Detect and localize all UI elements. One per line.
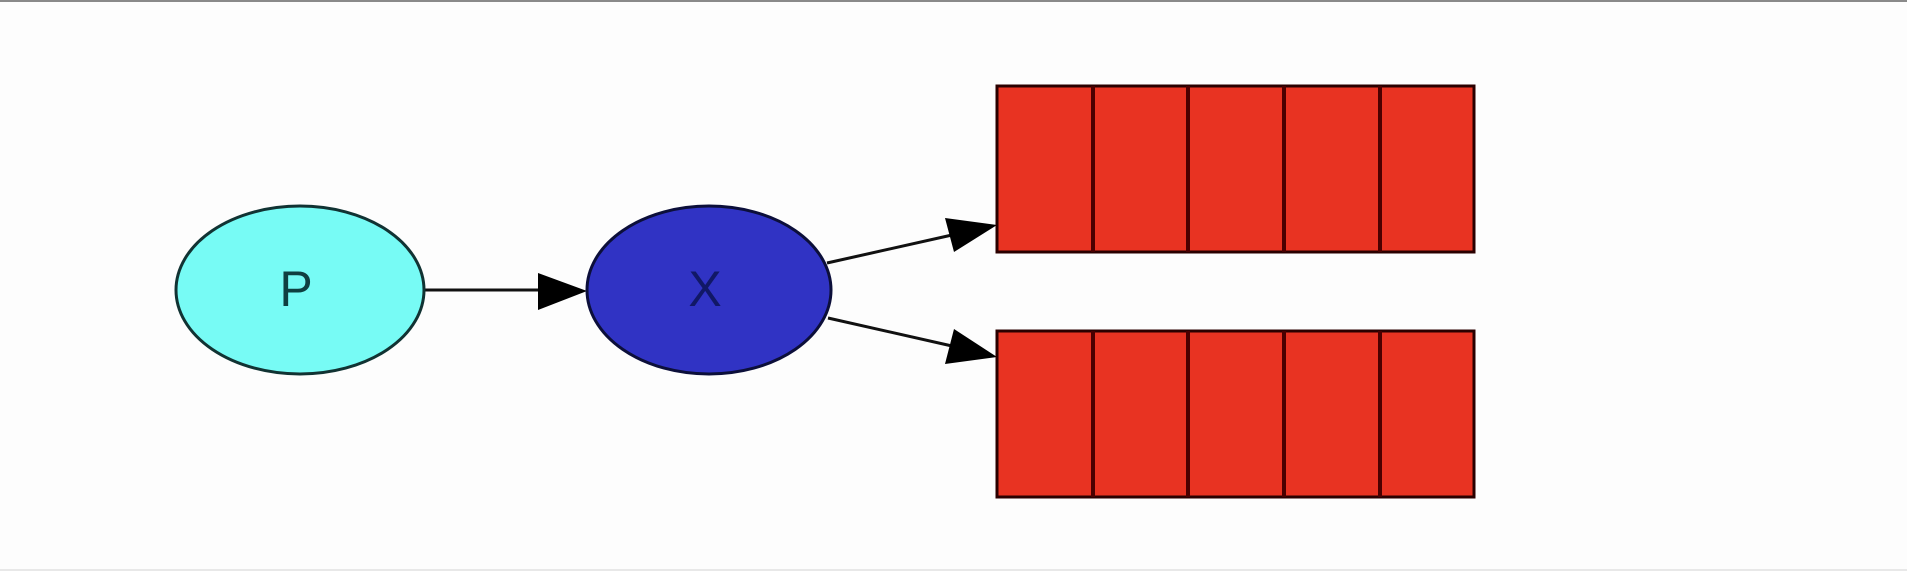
producer-label: P — [279, 261, 312, 317]
bottom-border — [0, 569, 1907, 571]
top-border — [0, 0, 1907, 2]
edge-exchange-to-queue1 — [826, 218, 997, 265]
queue2-node — [995, 329, 1476, 499]
edge-exchange-to-queue2 — [827, 316, 997, 364]
producer-node: P — [174, 204, 426, 376]
arrowhead-icon — [538, 273, 587, 310]
exchange-node: X — [585, 204, 833, 376]
queue1-node — [995, 84, 1476, 254]
arrowhead-icon — [945, 329, 997, 364]
edge-producer-to-exchange — [425, 273, 587, 310]
arrowhead-icon — [945, 218, 997, 252]
exchange-label: X — [688, 261, 721, 317]
